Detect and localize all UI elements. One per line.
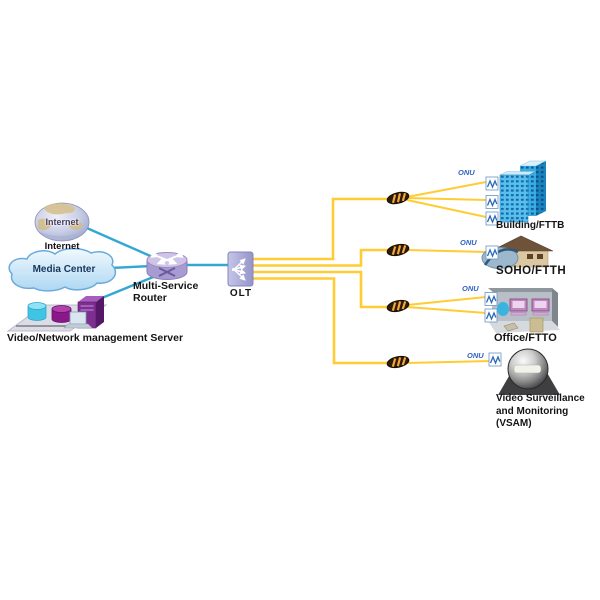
building-label: Building/FTTB xyxy=(496,220,565,231)
soho-house-icon xyxy=(481,235,554,269)
router-label-line1: Multi-Service xyxy=(133,280,199,292)
building-onu-panel-2 xyxy=(485,194,499,210)
media-center-cloud xyxy=(8,247,117,292)
router-label: Multi-Service Router xyxy=(133,280,199,304)
fiber-trunk-2 xyxy=(253,248,392,267)
fiber-drop-building-3 xyxy=(406,199,487,218)
vsam-label-line3: (VSAM) xyxy=(496,418,532,429)
dome-camera-icon xyxy=(488,348,560,395)
office-workstation-2 xyxy=(531,298,550,316)
fiber-drop-building-1 xyxy=(406,181,487,198)
management-server-icon xyxy=(6,296,108,332)
office-phone-icon xyxy=(503,322,519,332)
optical-splitter-2 xyxy=(385,241,411,259)
office-onu-panel-2 xyxy=(484,308,498,323)
ethernet-link-media-center xyxy=(109,264,153,270)
office-label: Office/FTTO xyxy=(494,332,557,344)
internet-label: Internet xyxy=(44,241,80,252)
fiber-trunk-3 xyxy=(253,270,392,309)
onu-label-office: ONU xyxy=(462,284,479,293)
fiber-trunk-1 xyxy=(253,197,392,261)
vsam-label: Video Surveillance and Monitoring (VSAM) xyxy=(496,393,585,431)
media-center-label: Media Center xyxy=(32,264,96,275)
internet-globe-text: Internet xyxy=(45,217,79,227)
fiber-drop-building-2 xyxy=(406,197,487,201)
building-onu-panel-1 xyxy=(485,176,499,191)
olt-box xyxy=(227,251,254,287)
office-cyan-device xyxy=(497,302,509,316)
optical-splitter-3 xyxy=(385,297,411,315)
office-onu-panel-1 xyxy=(484,291,498,307)
fiber-drop-soho xyxy=(406,249,488,253)
router-label-line2: Router xyxy=(133,291,167,304)
vsam-label-line2: and Monitoring xyxy=(496,405,569,417)
olt-splitter-icon xyxy=(231,258,246,281)
soho-onu-device xyxy=(485,245,499,260)
onu-label-vsam: ONU xyxy=(467,351,484,360)
fiber-drop-vsam xyxy=(406,360,492,364)
fiber-drop-office-1 xyxy=(406,296,487,306)
onu-label-building: ONU xyxy=(458,168,475,177)
olt-label: OLT xyxy=(229,288,253,299)
fiber-drop-office-2 xyxy=(406,306,487,314)
multi-service-router-icon xyxy=(146,250,188,280)
building-fttb-icon xyxy=(485,160,547,226)
database-cylinder-cyan-icon xyxy=(27,302,47,321)
office-ftto-icon xyxy=(484,288,560,333)
onu-label-soho: ONU xyxy=(460,238,477,247)
laptop-icon xyxy=(63,311,93,329)
database-cylinder-purple-icon xyxy=(51,305,72,323)
office-workstation-1 xyxy=(509,298,528,316)
vsam-onu-device xyxy=(488,352,502,367)
internet-globe-icon xyxy=(34,202,90,242)
server-label: Video/Network management Server xyxy=(7,332,184,344)
soho-label: SOHO/FTTH xyxy=(496,265,567,277)
fiber-trunk-4 xyxy=(253,277,392,365)
office-box-icon xyxy=(529,317,544,333)
optical-splitter-4 xyxy=(385,353,411,371)
vsam-label-line1: Video Surveillance xyxy=(496,393,585,404)
optical-splitter-1 xyxy=(384,189,412,207)
